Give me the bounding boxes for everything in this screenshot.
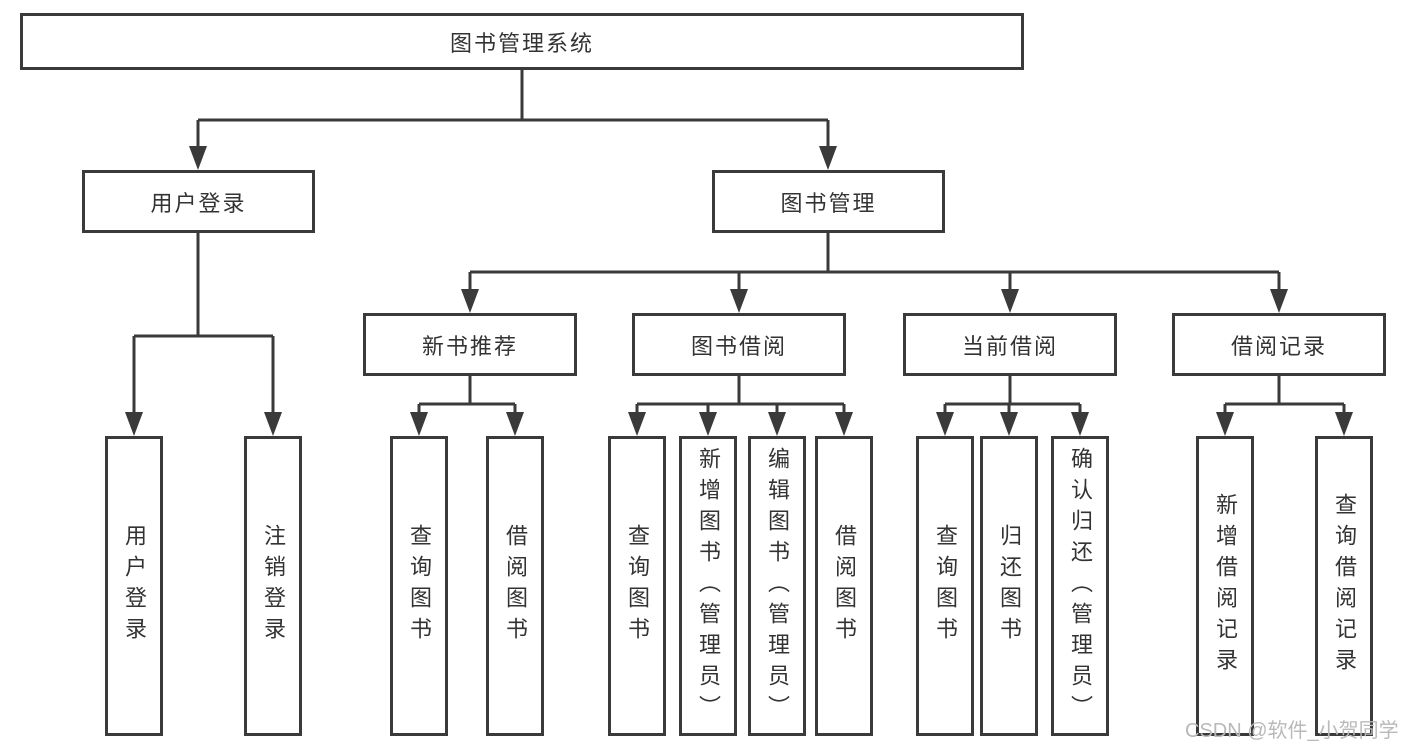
node-new-book-recommend-label: 新书推荐 — [421, 333, 518, 359]
arrowheads-new-books — [410, 412, 524, 436]
node-user-login-action: 用户登录 — [105, 436, 163, 736]
node-borrow-books-borrow-label: 借阅图书 — [832, 524, 857, 648]
node-add-books-admin: 新增图书（管理员） — [679, 436, 737, 736]
branch-user-login — [132, 233, 275, 416]
arrowheads-borrow-records — [1216, 412, 1353, 436]
watermark: CSDN @软件_小贺同学 — [1185, 720, 1399, 742]
branch-root-to-level2 — [196, 70, 830, 150]
node-library-system-label: 图书管理系统 — [449, 30, 594, 56]
arrowheads-current-borrow — [936, 412, 1089, 436]
node-user-login-label: 用户登录 — [150, 190, 247, 216]
branch-current-borrow — [943, 376, 1082, 416]
node-book-borrow-label: 图书借阅 — [690, 333, 787, 359]
node-user-login: 用户登录 — [82, 170, 315, 233]
node-query-books-current-label: 查询图书 — [933, 524, 958, 648]
node-current-borrow-label: 当前借阅 — [961, 333, 1058, 359]
node-query-books-borrow: 查询图书 — [608, 436, 666, 736]
node-edit-books-admin: 编辑图书（管理员） — [748, 436, 806, 736]
arrowheads-level2 — [189, 146, 837, 170]
branch-book-borrow — [635, 376, 846, 416]
arrowheads-user-login — [125, 412, 282, 436]
arrowheads-book-borrow — [628, 412, 853, 436]
node-query-books-current: 查询图书 — [916, 436, 974, 736]
node-confirm-return-admin: 确认归还（管理员） — [1051, 436, 1109, 736]
node-add-borrow-record-label: 新增借阅记录 — [1213, 493, 1238, 679]
node-add-borrow-record: 新增借阅记录 — [1196, 436, 1254, 736]
node-edit-books-admin-label: 编辑图书（管理员） — [765, 446, 790, 726]
node-borrow-books-newbooks: 借阅图书 — [486, 436, 544, 736]
branch-new-books — [417, 376, 517, 416]
node-logout-label: 注销登录 — [261, 524, 286, 648]
node-library-system: 图书管理系统 — [20, 13, 1024, 70]
node-query-books-newbooks: 查询图书 — [390, 436, 448, 736]
node-logout: 注销登录 — [244, 436, 302, 736]
branch-borrow-records — [1223, 376, 1346, 416]
node-return-books: 归还图书 — [980, 436, 1038, 736]
node-query-borrow-record: 查询借阅记录 — [1315, 436, 1373, 736]
node-book-borrow: 图书借阅 — [632, 313, 846, 376]
node-borrow-records-label: 借阅记录 — [1230, 333, 1327, 359]
node-new-book-recommend: 新书推荐 — [363, 313, 577, 376]
node-borrow-books-borrow: 借阅图书 — [815, 436, 873, 736]
node-add-books-admin-label: 新增图书（管理员） — [696, 446, 721, 726]
node-borrow-books-newbooks-label: 借阅图书 — [503, 524, 528, 648]
node-current-borrow: 当前借阅 — [903, 313, 1117, 376]
node-query-books-borrow-label: 查询图书 — [625, 524, 650, 648]
branch-book-management — [468, 233, 1281, 293]
node-book-management: 图书管理 — [712, 170, 945, 233]
node-query-borrow-record-label: 查询借阅记录 — [1332, 493, 1357, 679]
node-query-books-newbooks-label: 查询图书 — [407, 524, 432, 648]
node-confirm-return-admin-label: 确认归还（管理员） — [1068, 446, 1093, 726]
node-book-management-label: 图书管理 — [780, 190, 877, 216]
node-user-login-action-label: 用户登录 — [122, 524, 147, 648]
node-borrow-records: 借阅记录 — [1172, 313, 1386, 376]
node-return-books-label: 归还图书 — [997, 524, 1022, 648]
arrowheads-level3 — [461, 289, 1288, 313]
